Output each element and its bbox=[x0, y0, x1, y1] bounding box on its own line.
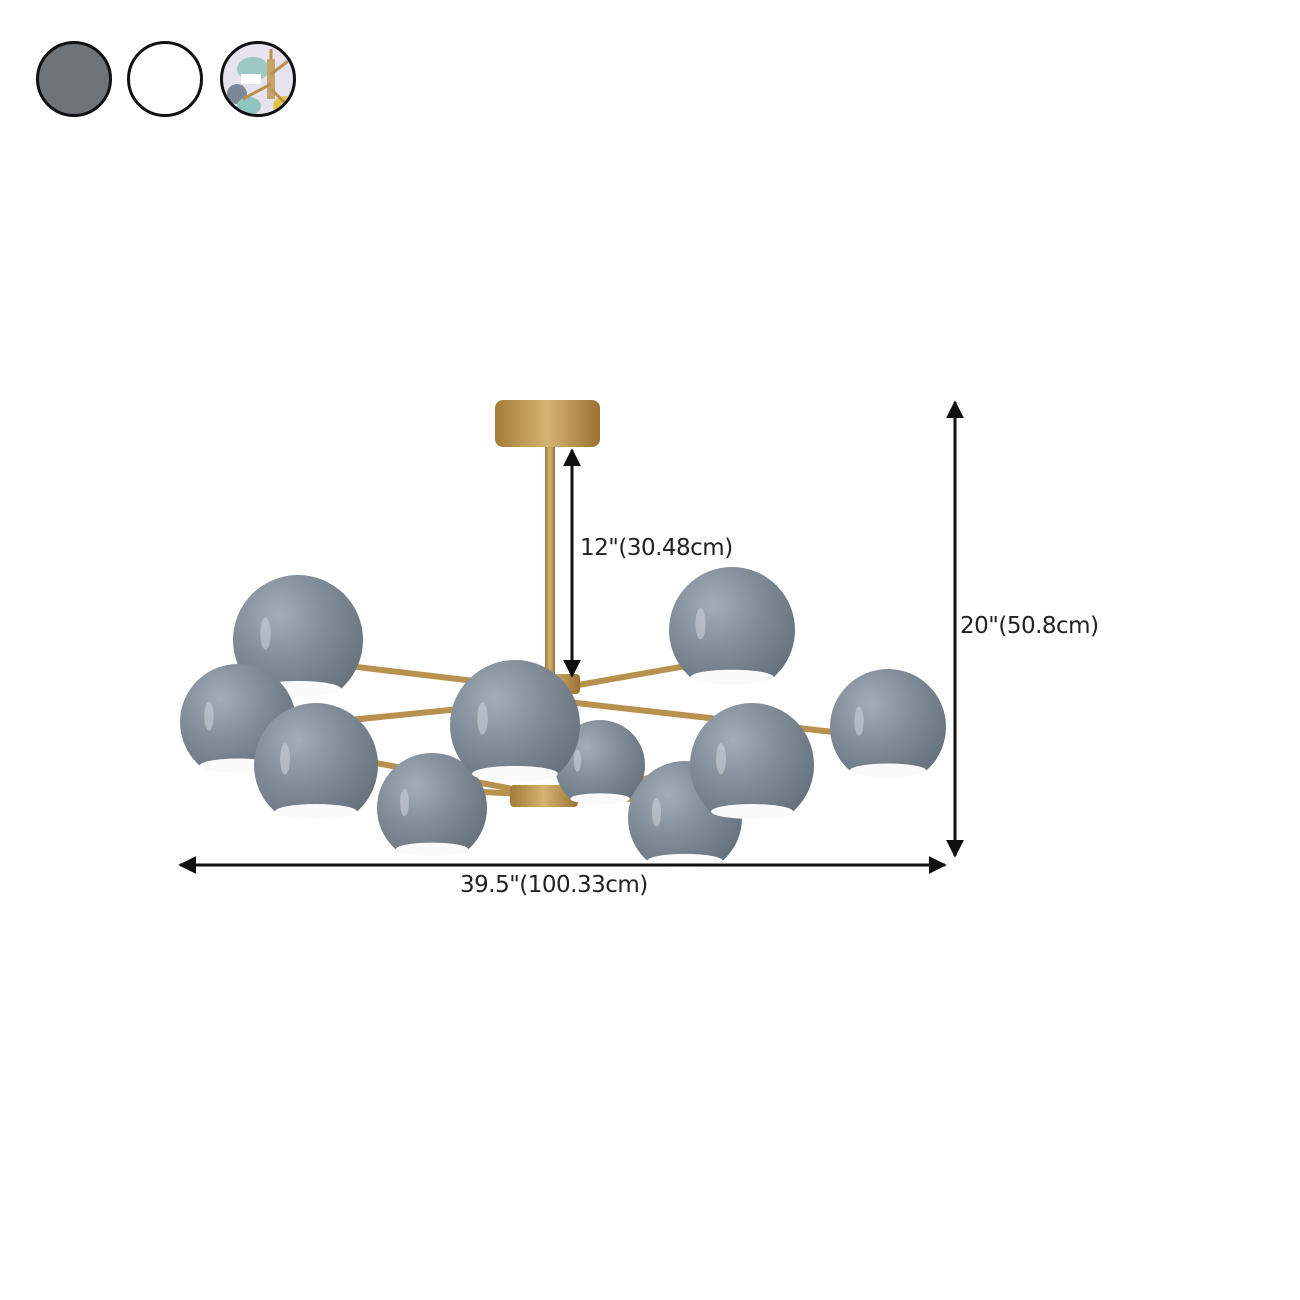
globe-shade bbox=[690, 703, 814, 819]
globe-shade bbox=[830, 669, 946, 778]
globe-shade bbox=[254, 703, 378, 819]
globe-shade bbox=[450, 660, 580, 782]
color-swatch-white[interactable] bbox=[127, 41, 203, 117]
globe-shade bbox=[669, 567, 795, 685]
shades bbox=[180, 567, 946, 868]
height-label: 20"(50.8cm) bbox=[960, 613, 1099, 639]
multicolor-thumbnail-icon bbox=[227, 49, 293, 114]
color-swatch-multicolor[interactable] bbox=[220, 41, 296, 117]
arm bbox=[549, 697, 861, 738]
dimension-arrows bbox=[178, 400, 964, 874]
globe-shade bbox=[377, 753, 487, 856]
width-label: 39.5"(100.33cm) bbox=[460, 872, 648, 898]
rod-length-label: 12"(30.48cm) bbox=[580, 535, 733, 561]
color-swatch-grey[interactable] bbox=[36, 41, 112, 117]
